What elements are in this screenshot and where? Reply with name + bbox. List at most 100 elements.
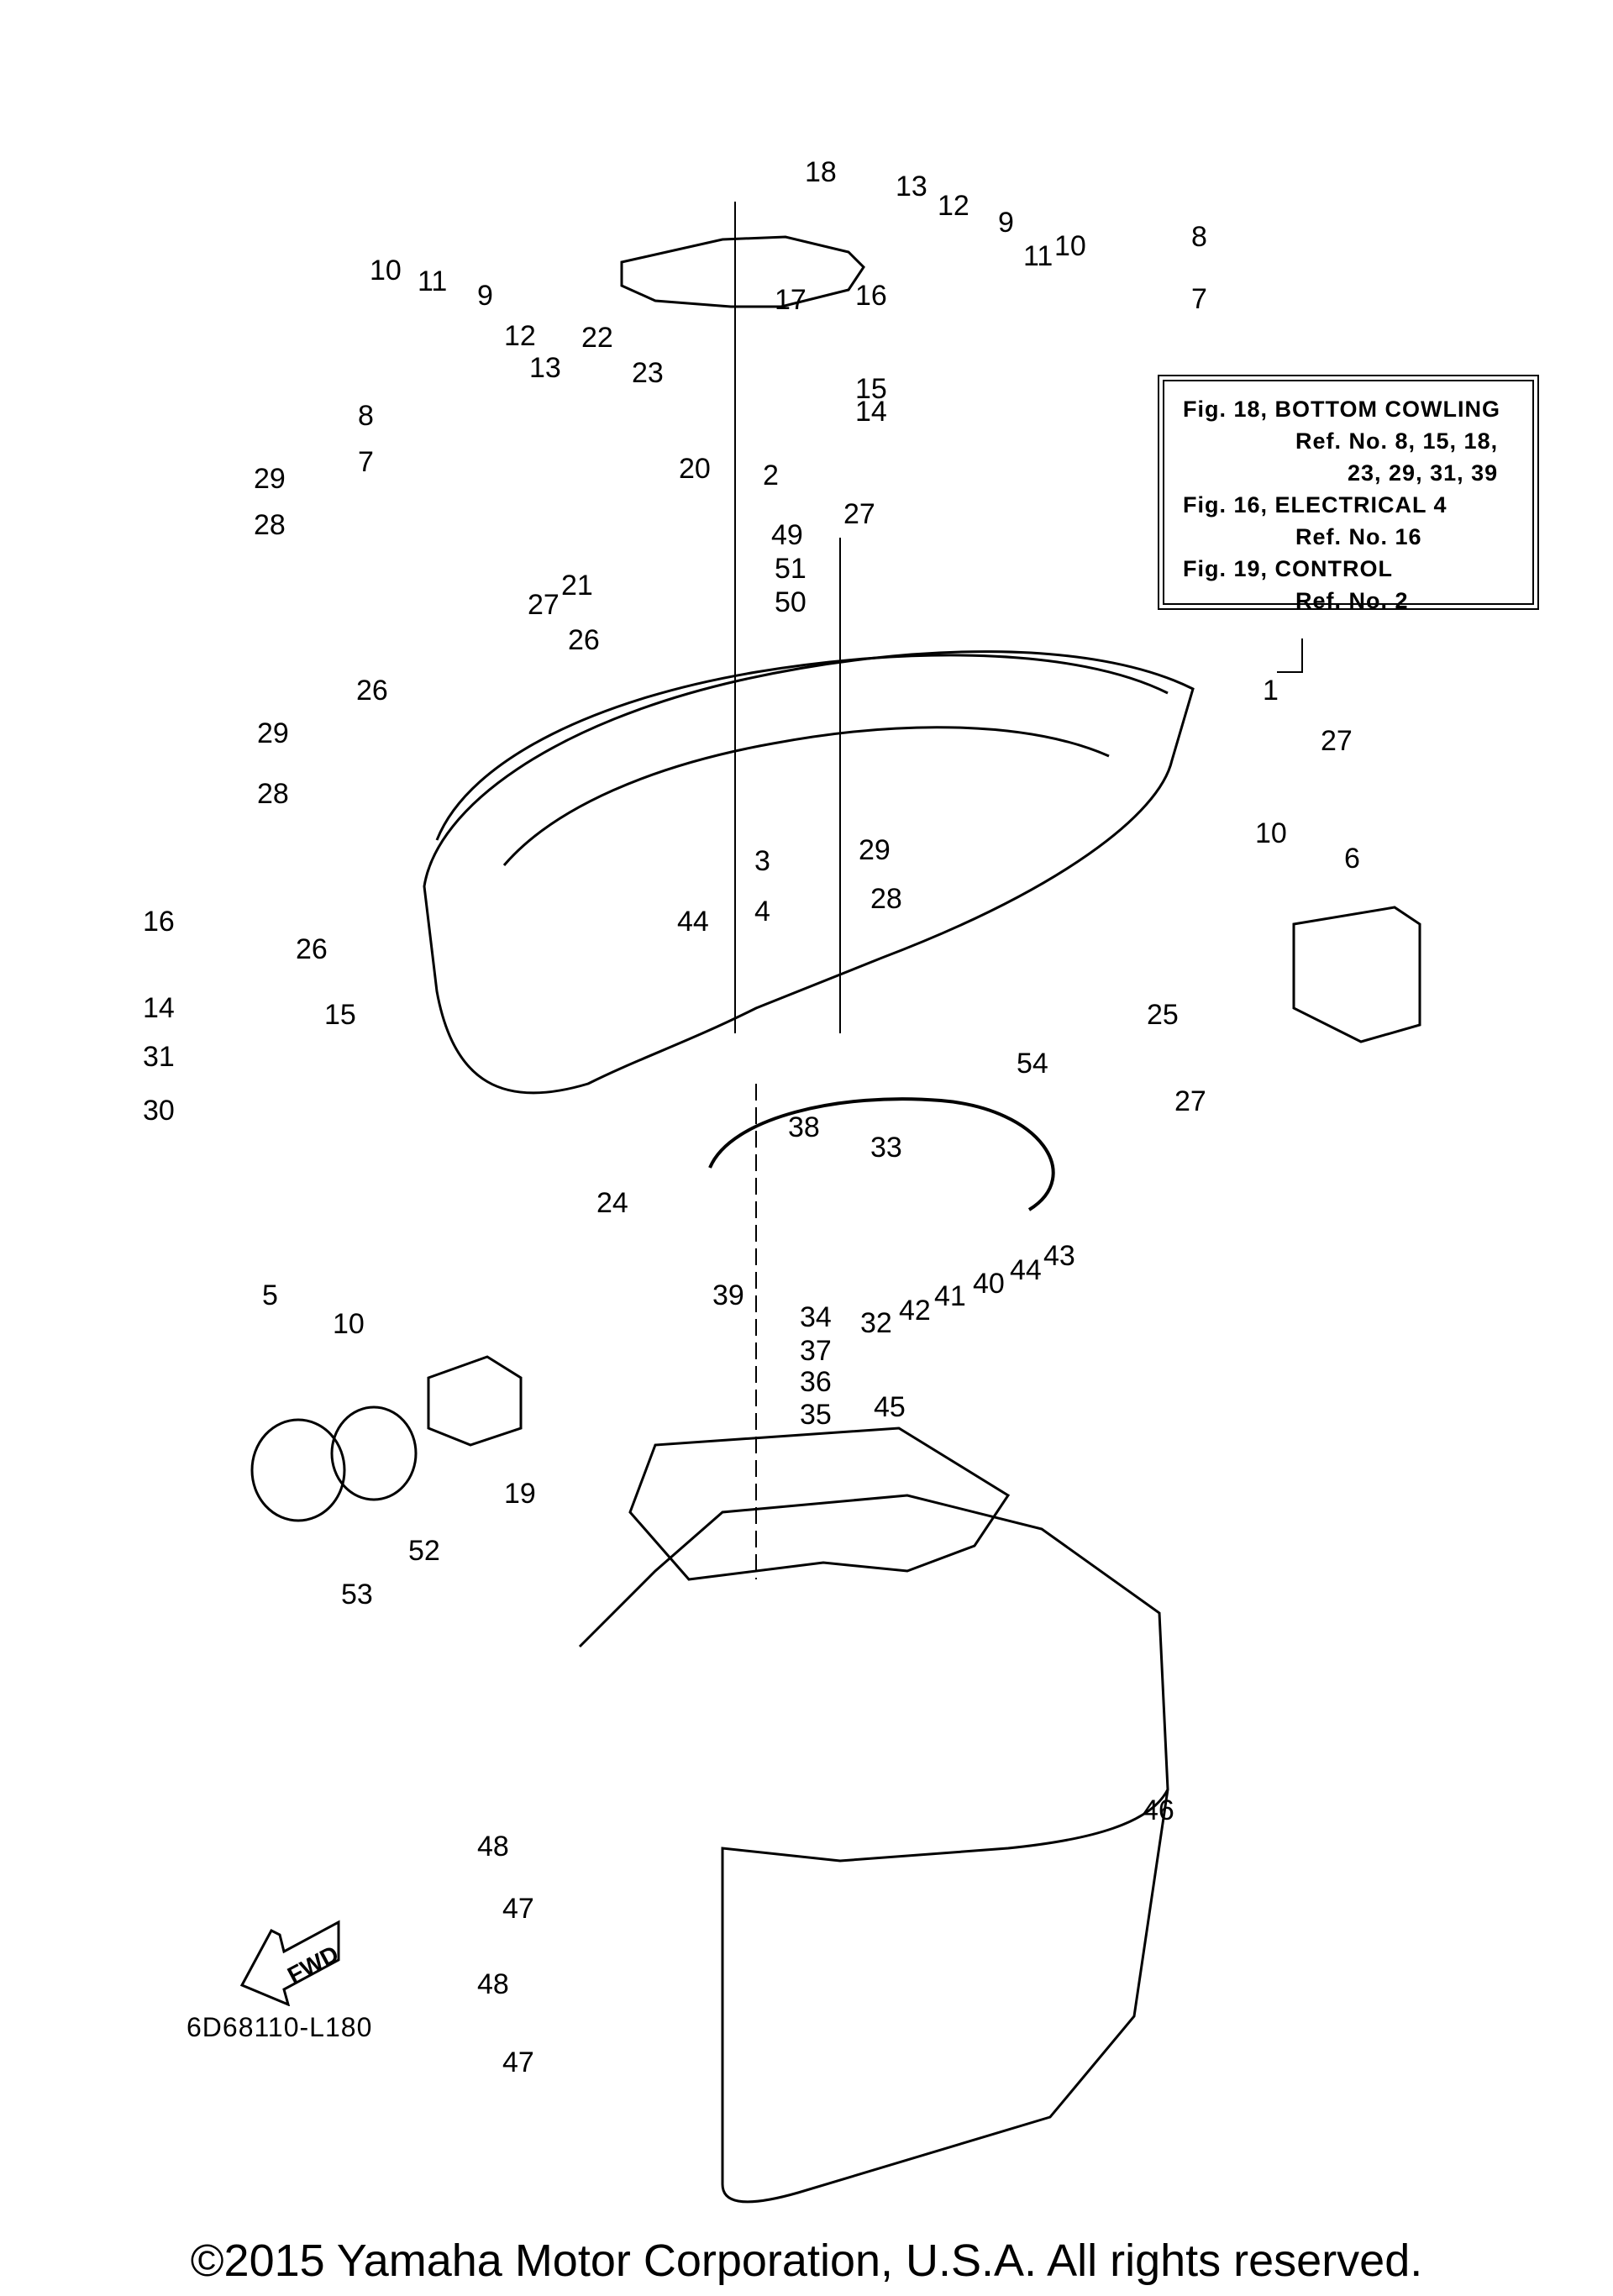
callout-17: 17 [775, 284, 806, 316]
callout-26: 26 [296, 933, 328, 965]
callout-9: 9 [998, 207, 1014, 239]
callout-48: 48 [477, 1968, 509, 2000]
callout-47: 47 [502, 1893, 534, 1925]
callout-48: 48 [477, 1831, 509, 1863]
callout-11: 11 [418, 265, 448, 297]
callout-5: 5 [262, 1279, 278, 1311]
callout-27: 27 [528, 589, 560, 621]
callout-13: 13 [529, 352, 561, 384]
part-6-bracket [1292, 906, 1421, 1043]
callout-31: 31 [143, 1041, 175, 1073]
callout-15: 15 [324, 999, 356, 1031]
callout-12: 12 [504, 320, 536, 352]
callout-2: 2 [763, 460, 779, 491]
callout-19: 19 [504, 1478, 536, 1510]
callout-45: 45 [874, 1391, 906, 1423]
callout-22: 22 [581, 322, 613, 354]
callout-14: 14 [855, 396, 887, 428]
callout-36: 36 [800, 1366, 832, 1398]
part-1-inner [502, 726, 1110, 866]
callout-7: 7 [358, 446, 374, 478]
callout-47: 47 [502, 2046, 534, 2078]
callout-35: 35 [800, 1399, 832, 1431]
diagram-part-number: 6D68110-L180 [187, 2012, 373, 2042]
callout-8: 8 [1191, 221, 1207, 253]
callout-25: 25 [1147, 999, 1179, 1031]
callout-32: 32 [860, 1307, 892, 1339]
callout-26: 26 [356, 675, 388, 707]
callout-49: 49 [771, 519, 803, 551]
ref-line-3: Fig. 16, ELECTRICAL 4 [1183, 492, 1447, 518]
callout-43: 43 [1043, 1240, 1075, 1272]
callout-10: 10 [1255, 817, 1287, 849]
ref-line-6: Ref. No. 2 [1295, 588, 1409, 613]
callout-52: 52 [408, 1535, 440, 1567]
callout-29: 29 [257, 717, 289, 749]
part-43-hose [708, 1097, 1055, 1211]
callout-42: 42 [899, 1295, 931, 1327]
callout-1: 1 [1263, 675, 1279, 707]
callout-15: 15 [855, 373, 887, 405]
ref-line [1277, 638, 1303, 673]
callout-11: 11 [1023, 240, 1053, 272]
callout-46: 46 [1143, 1794, 1174, 1826]
callout-33: 33 [870, 1132, 902, 1164]
part-52-grommet [330, 1405, 418, 1501]
reference-box: Fig. 18, BOTTOM COWLING Ref. No. 8, 15, … [1158, 375, 1539, 613]
callout-50: 50 [775, 586, 806, 618]
callout-28: 28 [254, 509, 286, 541]
callout-40: 40 [973, 1268, 1005, 1300]
callout-29: 29 [254, 463, 286, 495]
callout-16: 16 [143, 906, 175, 938]
copyright-notice: ©2015 Yamaha Motor Corporation, U.S.A. A… [190, 2236, 1423, 2286]
callout-34: 34 [800, 1301, 832, 1333]
callout-27: 27 [1321, 725, 1353, 757]
callout-38: 38 [788, 1111, 820, 1143]
part-45-seal [628, 1426, 1011, 1581]
callout-28: 28 [257, 778, 289, 810]
callout-6: 6 [1344, 843, 1360, 875]
callout-44: 44 [1010, 1254, 1042, 1286]
callout-7: 7 [1191, 283, 1207, 315]
callout-13: 13 [896, 171, 927, 202]
ref-line-1: Ref. No. 8, 15, 18, [1295, 428, 1499, 454]
callout-10: 10 [370, 255, 402, 286]
part-19-connector [427, 1355, 523, 1447]
callout-37: 37 [800, 1335, 832, 1367]
callout-10: 10 [1054, 230, 1086, 262]
callout-18: 18 [805, 156, 837, 188]
callout-8: 8 [358, 400, 374, 432]
ref-line-2: 23, 29, 31, 39 [1348, 460, 1499, 486]
callout-12: 12 [938, 190, 969, 222]
part-1-rim [435, 654, 1169, 841]
callout-51: 51 [775, 553, 806, 585]
callout-27: 27 [843, 498, 875, 530]
callout-26: 26 [568, 624, 600, 656]
callout-44: 44 [677, 906, 709, 938]
ref-line-5: Fig. 19, CONTROL [1183, 556, 1394, 581]
callout-16: 16 [855, 280, 887, 312]
part-53-clamp [250, 1418, 346, 1522]
callout-9: 9 [477, 280, 493, 312]
callout-4: 4 [754, 896, 770, 927]
callout-21: 21 [561, 570, 593, 602]
callout-28: 28 [870, 883, 902, 915]
callout-41: 41 [934, 1280, 966, 1312]
callout-24: 24 [596, 1187, 628, 1219]
part-1-bottom-cowling [423, 650, 1195, 1095]
callout-30: 30 [143, 1095, 175, 1127]
callout-10: 10 [333, 1308, 365, 1340]
callout-23: 23 [632, 357, 664, 389]
fwd-arrow-icon: FWD [239, 1920, 343, 2006]
callout-27: 27 [1174, 1085, 1206, 1117]
ref-line-0: Fig. 18, BOTTOM COWLING [1183, 397, 1500, 422]
callout-20: 20 [679, 453, 711, 485]
callout-14: 14 [143, 992, 175, 1024]
ref-line-4: Ref. No. 16 [1295, 524, 1422, 549]
callout-54: 54 [1017, 1048, 1048, 1080]
callout-39: 39 [712, 1279, 744, 1311]
part-17-cover [620, 235, 865, 308]
part-46-lower-cowling [578, 1494, 1169, 2204]
